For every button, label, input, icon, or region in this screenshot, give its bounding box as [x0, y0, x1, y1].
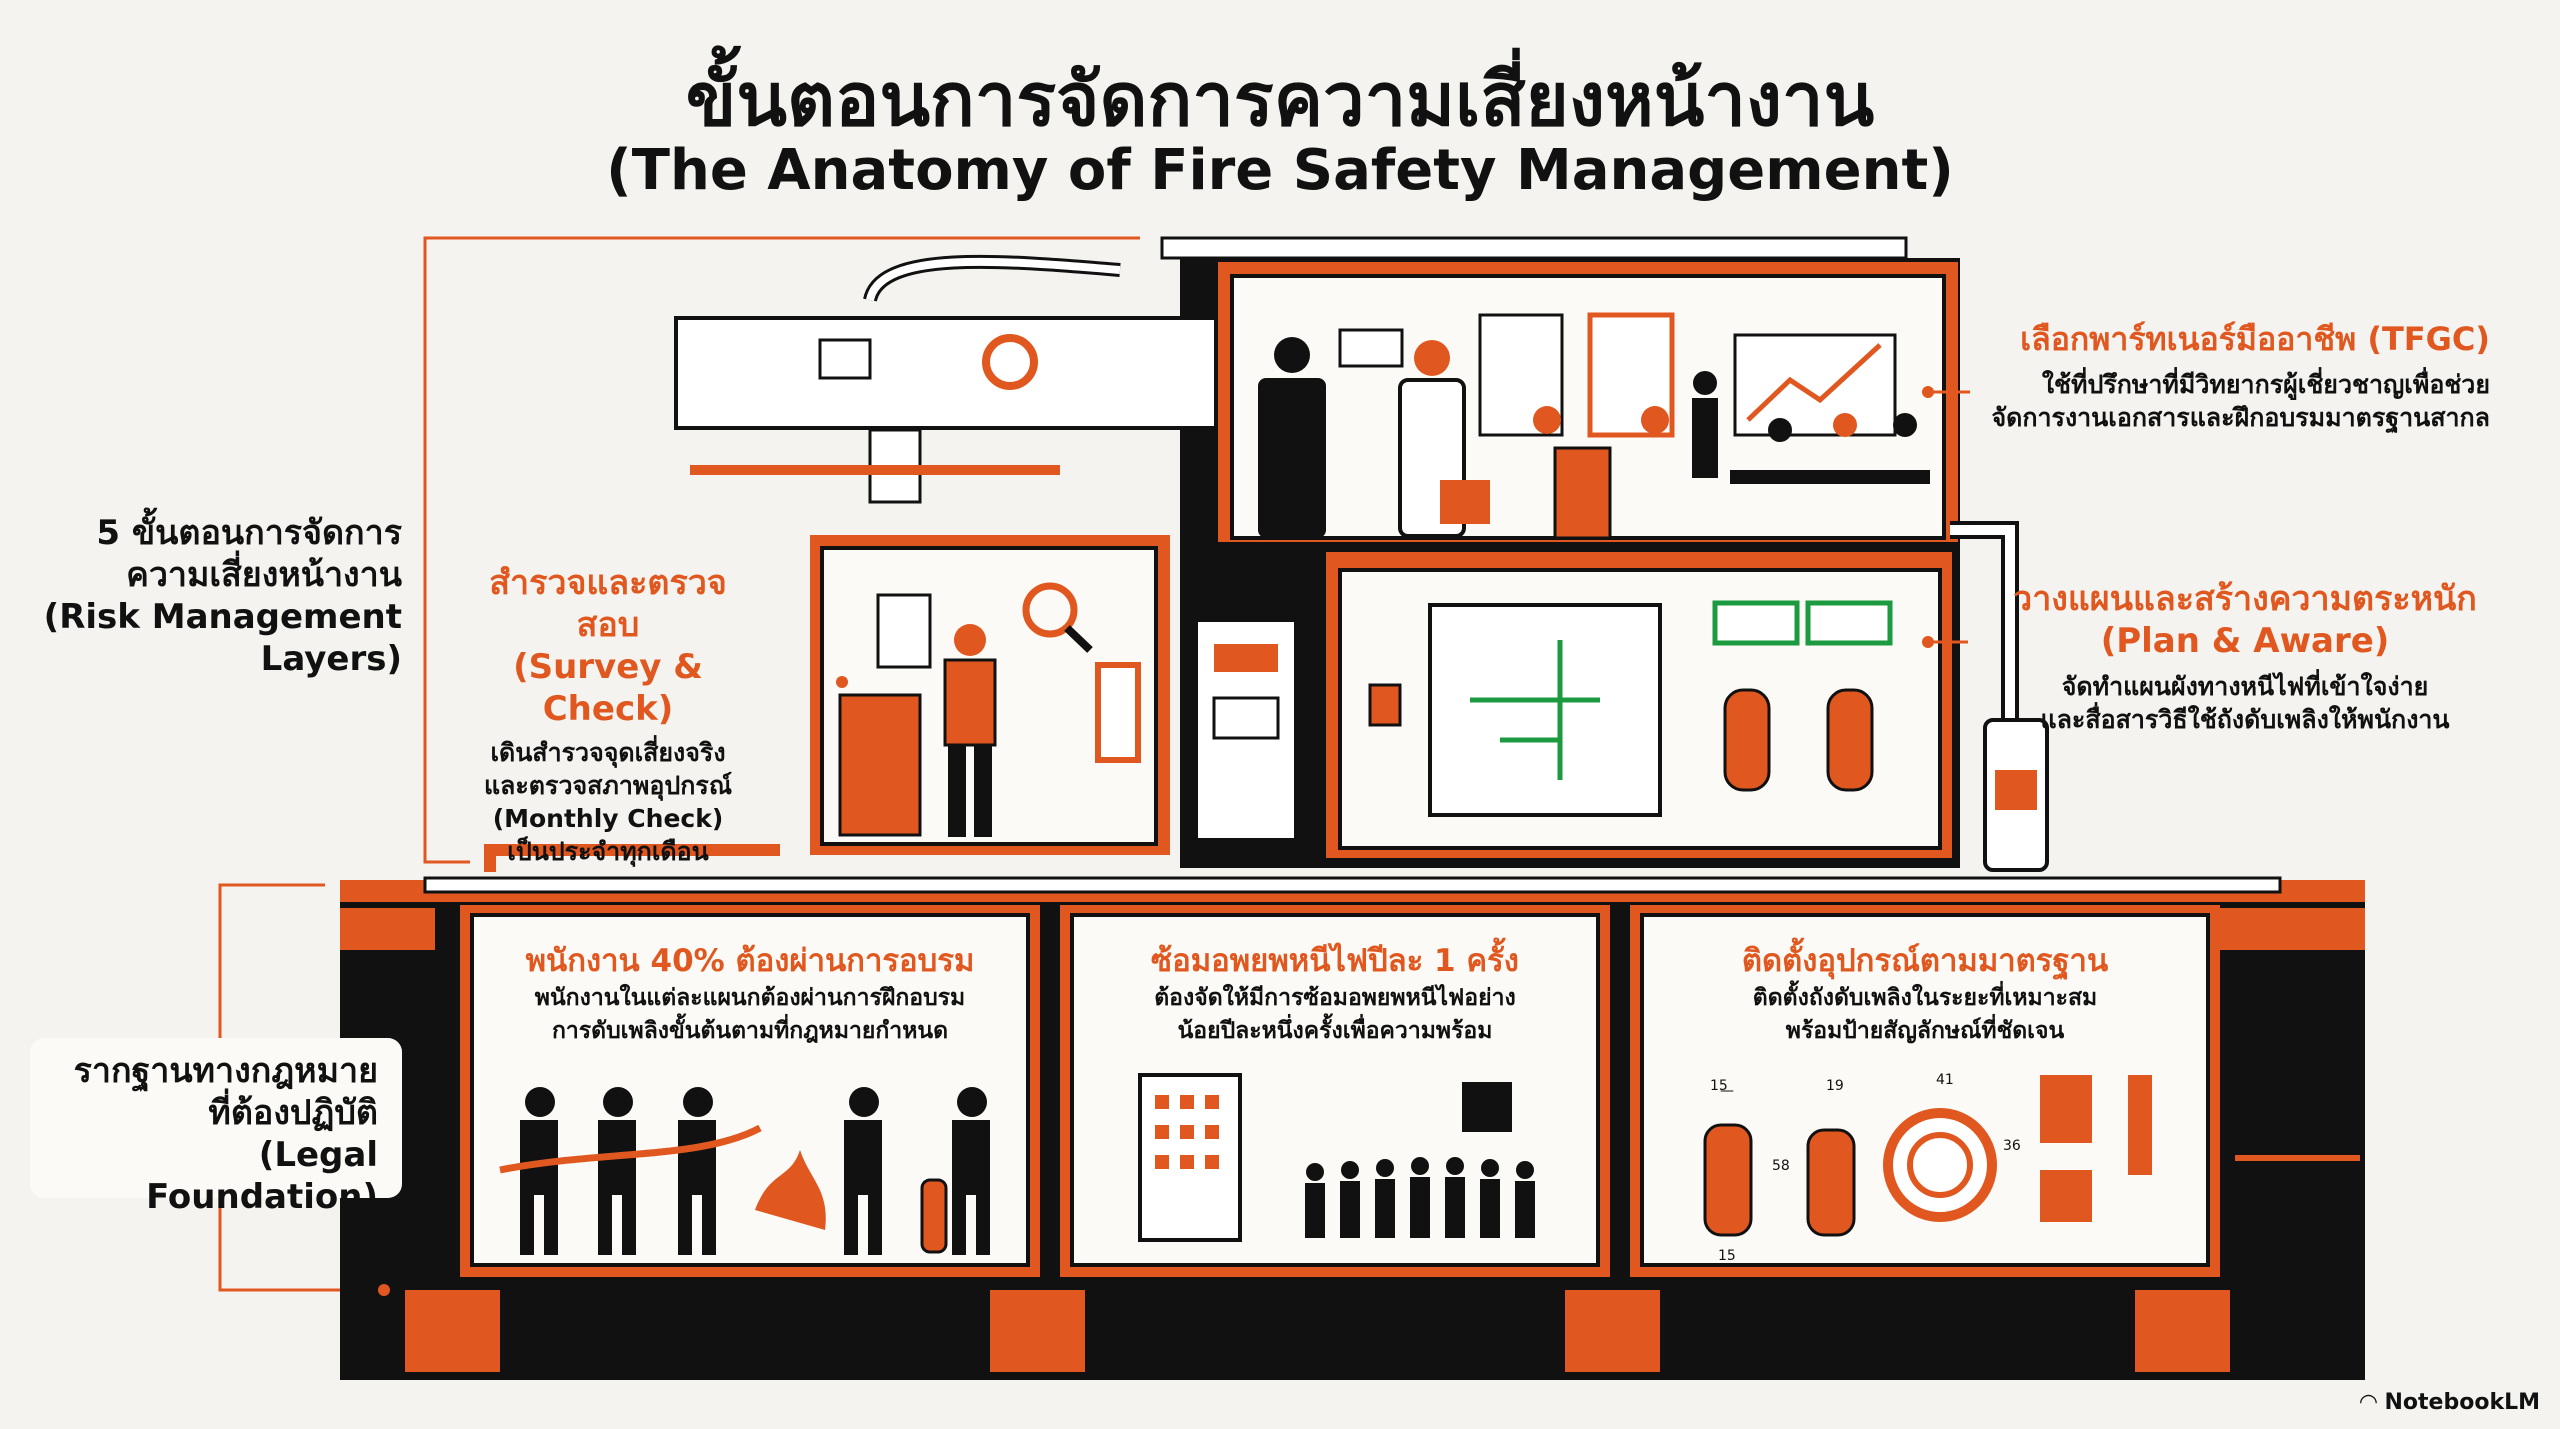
- survey-callout: สำรวจและตรวจสอบ (Survey & Check) เดินสำร…: [483, 563, 733, 866]
- notebooklm-watermark: ◠ NotebookLM: [2359, 1390, 2540, 1415]
- drill-caption: ซ้อมอพยพหนีไฟปีละ 1 ครั้ง ต้องจัดให้มีกา…: [1151, 943, 1519, 1044]
- footing: [405, 1290, 500, 1372]
- dim-label: 19: [1826, 1078, 1844, 1094]
- fire-icon: [755, 1150, 826, 1230]
- layers-label: 5 ขั้นตอนการจัดการ ความเสี่ยงหน้างาน (Ri…: [43, 513, 402, 679]
- evacuation-map: [1428, 603, 1662, 817]
- partner-callout: เลือกพาร์ทเนอร์มืออาชีพ (TFGC) ใช้ที่ปรึ…: [1991, 320, 2490, 432]
- page-title: ขั้นตอนการจัดการความเสี่ยงหน้างาน: [685, 57, 1875, 143]
- install-caption: ติดตั้งอุปกรณ์ตามมาตรฐาน ติดตั้งถังดับเพ…: [1741, 943, 2109, 1044]
- legal-label: รากฐานทางกฎหมาย ที่ต้องปฏิบัติ (Legal Fo…: [73, 1051, 378, 1217]
- dim-label: 41: [1936, 1072, 1954, 1088]
- dim-label: 36: [2003, 1138, 2021, 1154]
- dim-label: 15: [1718, 1248, 1736, 1264]
- hose-reel: [1883, 1108, 1997, 1222]
- dim-label: 58: [1772, 1158, 1790, 1174]
- svg-text:—: —: [1720, 1083, 1734, 1099]
- layers-bracket: [423, 236, 1140, 864]
- dim-label: 15: [1710, 1078, 1728, 1094]
- assembly-point-sign: [1462, 1082, 1512, 1132]
- notebooklm-logo-icon: ◠: [2359, 1390, 2385, 1415]
- footing: [1565, 1290, 1660, 1372]
- page-subtitle: (The Anatomy of Fire Safety Management): [606, 138, 1954, 203]
- footing: [990, 1290, 1085, 1372]
- plan-callout: วางแผนและสร้างความตระหนัก (Plan & Aware)…: [2013, 579, 2477, 734]
- footing: [2135, 1290, 2230, 1372]
- hvac-duct: [674, 316, 1218, 430]
- training-caption: พนักงาน 40% ต้องผ่านการอบรม พนักงานในแต่…: [525, 943, 975, 1044]
- legal-label-box: [30, 1038, 402, 1198]
